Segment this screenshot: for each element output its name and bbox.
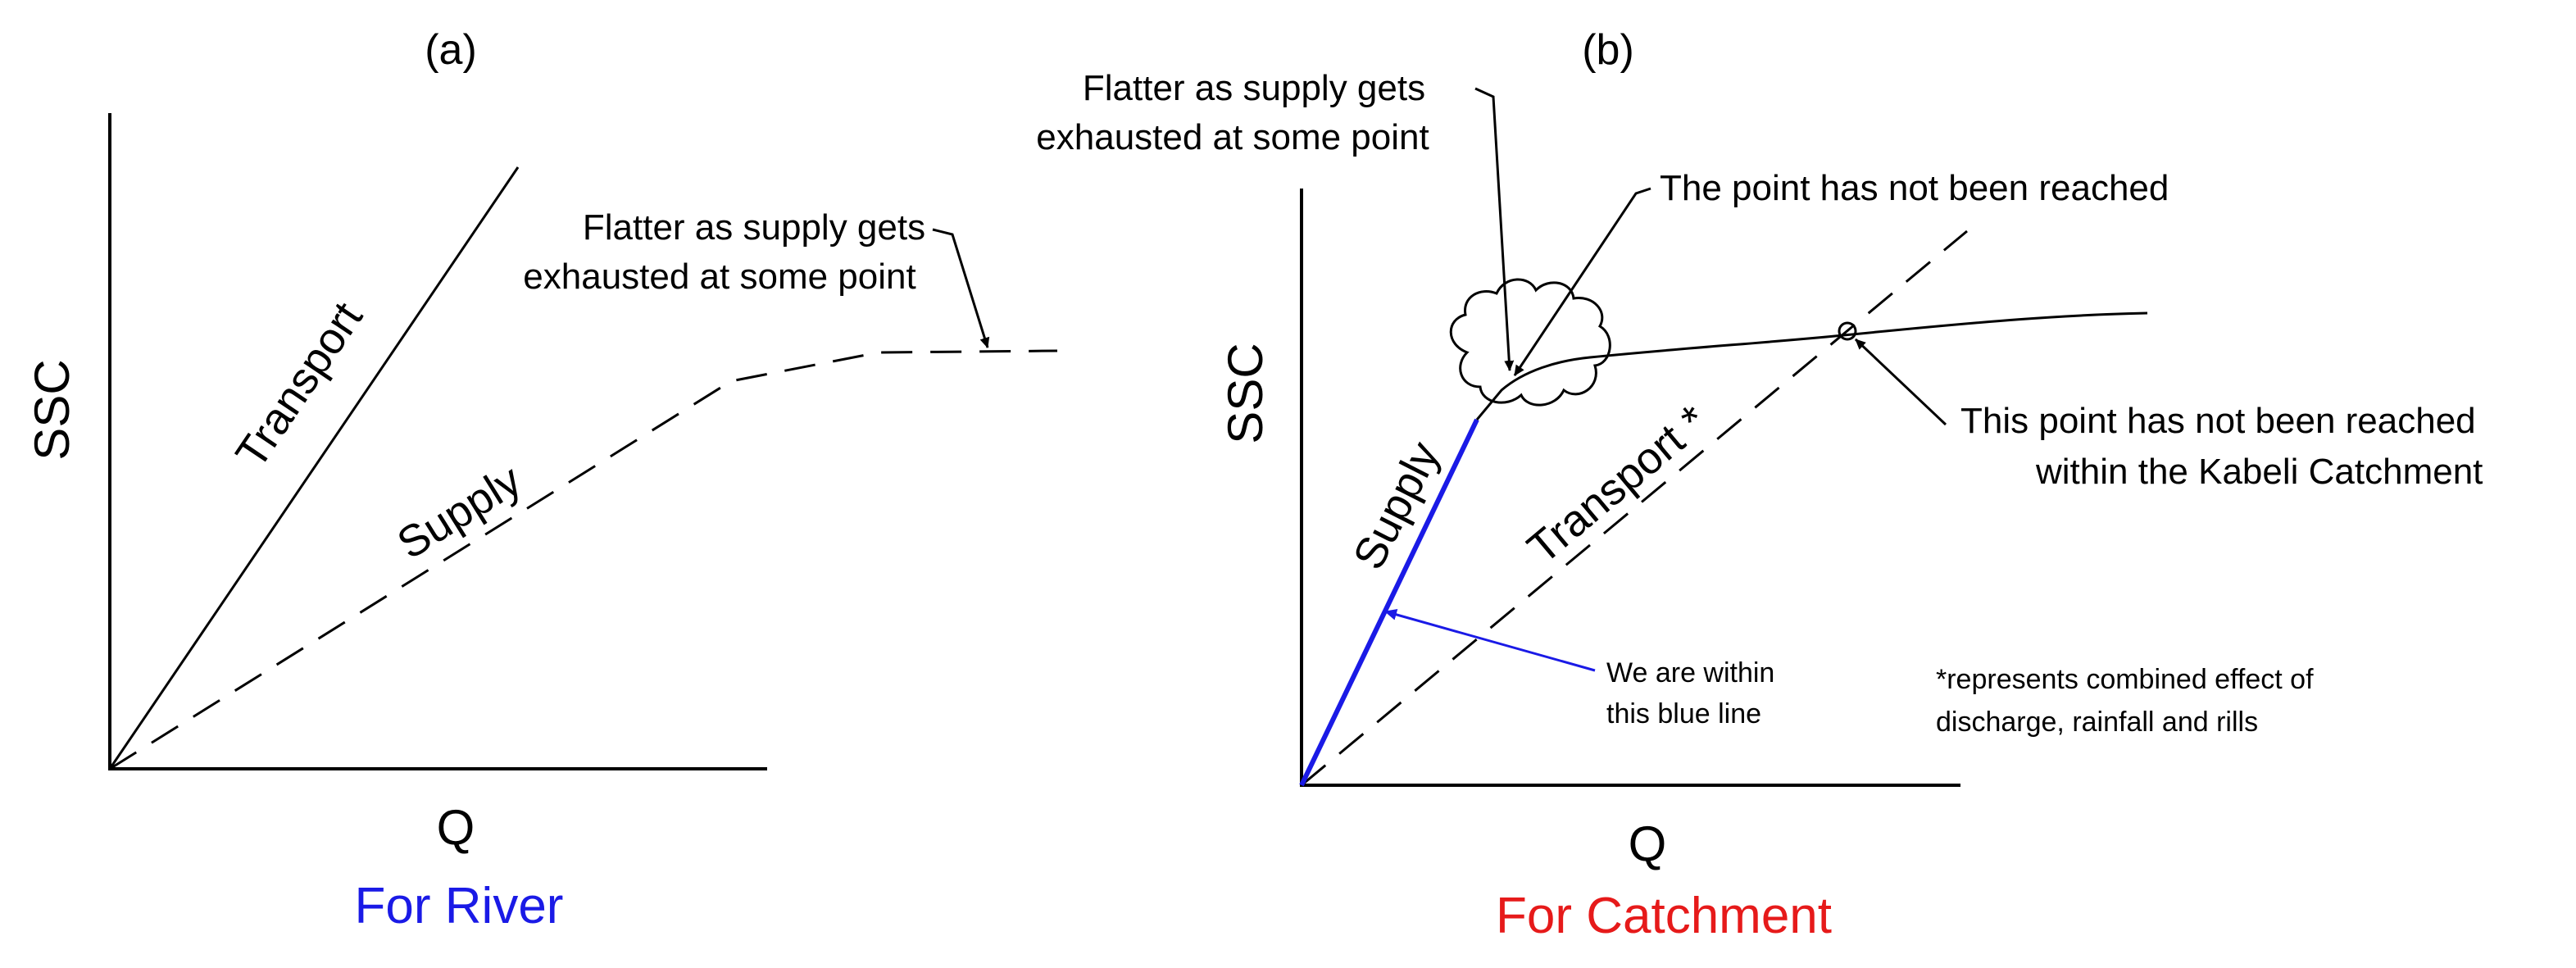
panel-b: (b) SSC Q Supply Transport * Flatter as … — [1036, 26, 2483, 944]
panel-a-x-axis-label: Q — [437, 800, 475, 855]
panel-b-annotation-flatter-line1: Flatter as supply gets — [1083, 68, 1425, 108]
panel-b-blue-arrow — [1384, 609, 1596, 672]
panel-b-annotation-flatter-line2: exhausted at some point — [1036, 117, 1429, 157]
panel-a-supply-curve — [109, 349, 1058, 770]
panel-b-not-reached-arrow — [1513, 187, 1651, 376]
panel-b-blue-note-line2: this blue line — [1606, 698, 1761, 729]
panel-b-supply-curve — [1475, 311, 2148, 420]
panel-b-caption: For Catchment — [1496, 888, 1832, 944]
panel-a: (a) SSC Q Transport Supply Flatter as su… — [25, 26, 1058, 934]
panel-b-annotation-catchment-line1: This point has not been reached — [1960, 401, 2476, 441]
panel-b-footnote-line1: *represents combined effect of — [1936, 664, 2314, 695]
panel-a-caption: For River — [355, 878, 564, 934]
panel-a-annotation-line1: Flatter as supply gets — [583, 207, 925, 248]
panel-b-label: (b) — [1582, 26, 1634, 74]
panel-a-label: (a) — [425, 26, 477, 74]
panel-b-catchment-arrow — [1854, 338, 1947, 426]
panel-a-transport-label: Transport — [226, 293, 372, 476]
panel-b-cloud-marker — [1449, 278, 1611, 407]
panel-a-y-axis-label: SSC — [25, 359, 80, 460]
panel-b-y-axis-label: SSC — [1218, 343, 1273, 443]
panel-b-annotation-not-reached: The point has not been reached — [1660, 168, 2169, 208]
panel-a-annotation-line2: exhausted at some point — [523, 257, 915, 297]
panel-b-blue-note-line1: We are within — [1606, 657, 1774, 689]
panel-b-x-axis-label: Q — [1629, 816, 1667, 871]
panel-b-annotation-catchment-line2: within the Kabeli Catchment — [2035, 452, 2483, 492]
panel-b-supply-line — [1299, 418, 1479, 787]
panel-b-intersection-circle — [1838, 321, 1857, 341]
panel-b-transport-label: Transport * — [1519, 396, 1717, 573]
panel-a-transport-line — [108, 166, 520, 770]
panel-b-footnote-line2: discharge, rainfall and rills — [1936, 707, 2258, 738]
panel-a-annotation-arrow — [932, 228, 990, 348]
panel-b-flatter-arrow — [1474, 87, 1515, 371]
